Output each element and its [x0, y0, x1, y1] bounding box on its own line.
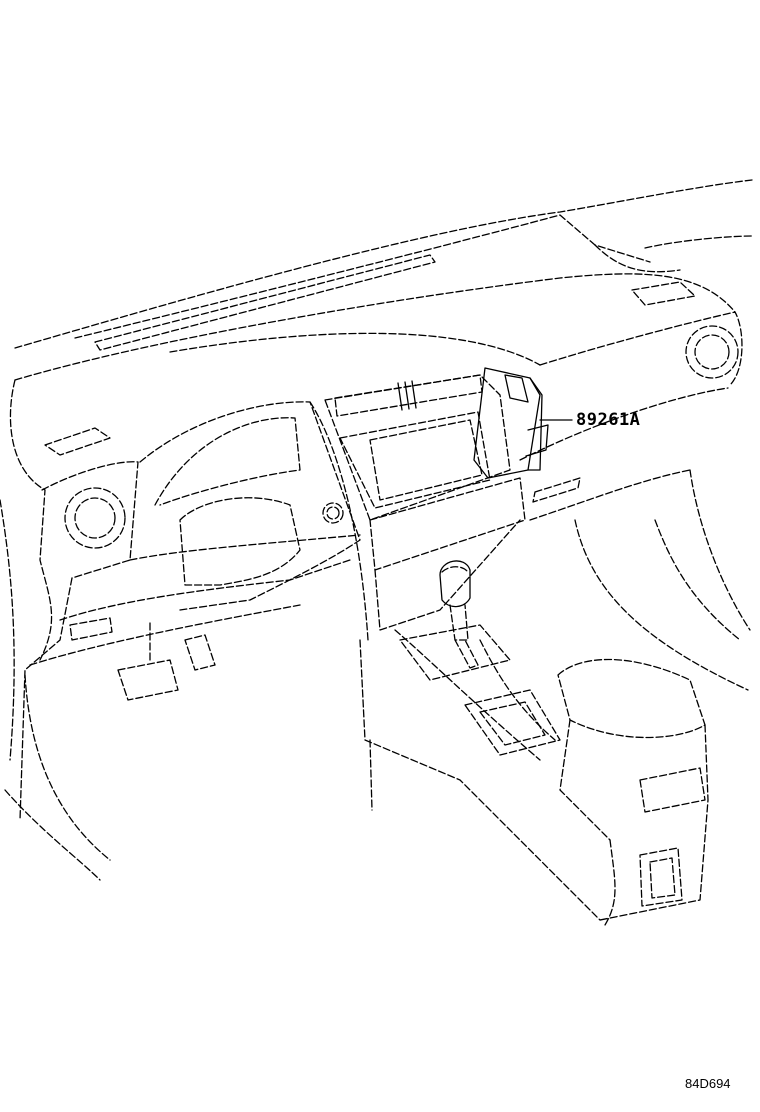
dash-top-lip: [169, 332, 541, 366]
cup-holder: [464, 689, 561, 756]
shift-gate-slot: [454, 639, 479, 669]
left-round-vent-inner: [74, 497, 116, 539]
a-pillar-right: [594, 244, 681, 273]
dash-top-front-edge: [14, 273, 736, 381]
left-vent-panel: [41, 461, 139, 579]
shift-knob: [439, 560, 471, 608]
armrest-lid: [557, 658, 706, 739]
console-rear-face: [599, 724, 709, 921]
climate-panel: [369, 477, 526, 571]
console-rear-pocket: [639, 847, 683, 907]
dash-upper-right-sweep: [644, 235, 753, 249]
diagram-code: 84D694: [685, 1076, 731, 1091]
cluster-lower-edge: [129, 534, 361, 561]
glovebox-lower: [529, 469, 691, 521]
lower-dash-panel-2: [29, 604, 301, 666]
module-89261A-bracket: [525, 424, 549, 457]
lower-dash-left: [19, 577, 73, 821]
left-sill: [4, 789, 101, 881]
left-speaker-grille: [44, 427, 111, 456]
left-door-trim: [0, 499, 15, 761]
module-89261A-connector: [504, 374, 529, 403]
passenger-dash-face: [539, 311, 743, 386]
display-screen: [339, 411, 491, 509]
dash-upper-crest: [74, 214, 651, 339]
right-round-vent: [685, 325, 739, 379]
right-round-vent-inner: [694, 334, 730, 370]
shift-knob-cap: [441, 566, 469, 573]
left-footwell-edge: [24, 674, 111, 861]
module-89261A-side: [527, 377, 543, 471]
center-stack-left-edge: [309, 401, 369, 641]
cluster-hood-inner: [154, 417, 301, 506]
vent-louver-3: [411, 380, 417, 409]
left-round-vent: [64, 487, 126, 549]
cup-holder-inner: [479, 701, 546, 746]
accelerator-pedal: [184, 634, 216, 671]
center-vents: [334, 374, 483, 417]
passenger-floor: [654, 519, 741, 641]
part-number-label: 89261A: [576, 410, 641, 430]
start-button-inner: [326, 506, 340, 520]
vent-louver-1: [397, 382, 403, 411]
shift-lever-shaft: [449, 604, 469, 641]
fuse-cover-slot: [69, 617, 113, 641]
brake-pedal: [117, 659, 179, 701]
steering-column-shroud: [179, 497, 301, 586]
console-rear-pocket-inner: [649, 857, 676, 899]
passenger-door-edge: [689, 469, 751, 631]
dash-left-end: [9, 379, 53, 661]
console-side-trim: [604, 839, 616, 926]
console-rear-vent: [639, 767, 706, 813]
armrest-side: [559, 719, 611, 841]
lower-dash-panel: [59, 559, 351, 621]
shift-gate-plate: [399, 624, 511, 681]
console-tunnel-top: [394, 629, 541, 761]
start-button: [322, 502, 344, 524]
display-screen-inner: [369, 419, 483, 501]
center-console-upper: [374, 519, 521, 631]
windshield-lower-edge: [14, 179, 753, 349]
defrost-vent-strip: [94, 254, 436, 351]
glovebox-upper: [519, 387, 729, 461]
passenger-footwell: [574, 519, 749, 691]
handbrake-area: [479, 639, 556, 741]
console-tunnel-left: [359, 639, 601, 921]
glovebox-handle: [532, 477, 581, 503]
console-lower-left: [369, 739, 373, 811]
right-speaker-grille: [631, 281, 696, 306]
vent-louver-2: [404, 381, 410, 410]
